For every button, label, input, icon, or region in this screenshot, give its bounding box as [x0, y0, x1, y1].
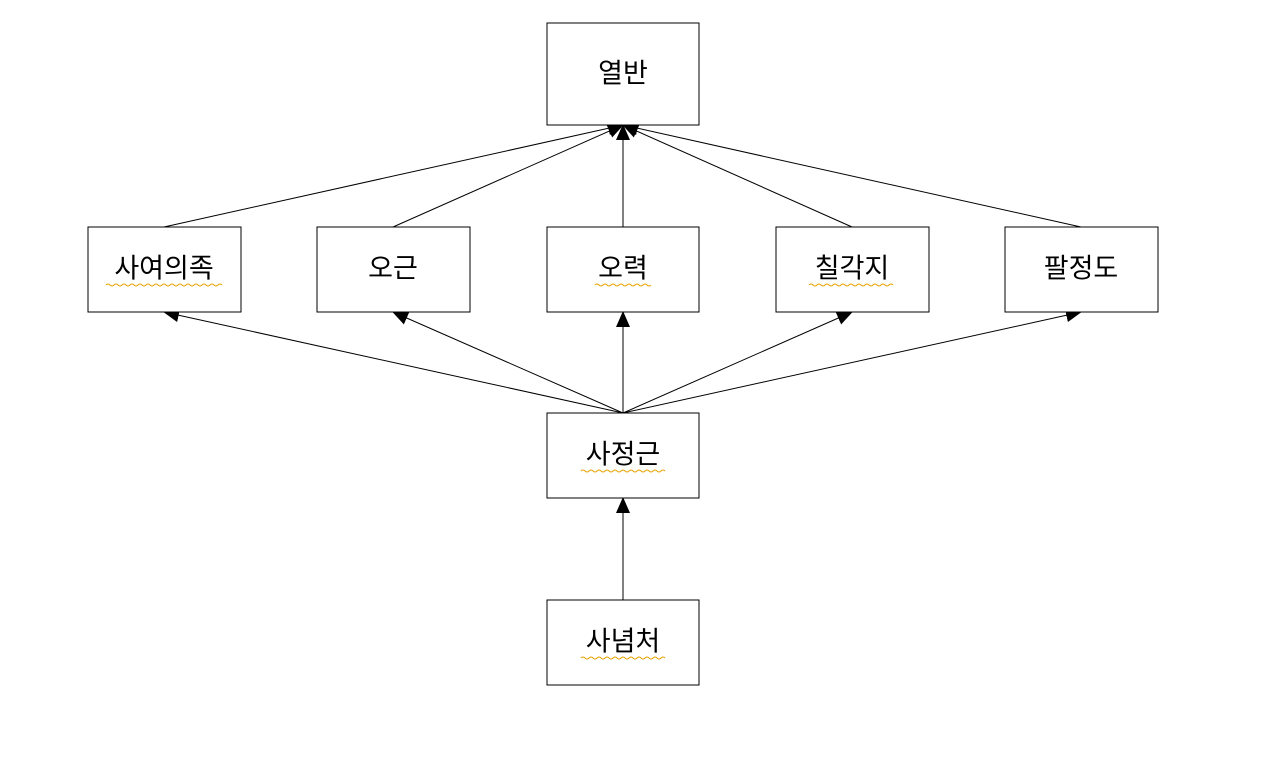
node-label: 열반 [598, 59, 648, 90]
arrow-eightfold_path-to-nirvana [622, 121, 1082, 228]
node-four-bases[interactable]: 사여의족 [87, 226, 242, 313]
arrow-four_efforts-to-seven_factors [622, 311, 853, 414]
node-label: 사념처 [586, 627, 661, 658]
arrow-four_bases-to-nirvana [163, 121, 624, 228]
node-label: 칠각지 [815, 254, 890, 285]
spellcheck-underline [808, 283, 894, 287]
spellcheck-underline [580, 656, 666, 660]
node-label: 오력 [598, 254, 648, 285]
node-four-mindfulness[interactable]: 사념처 [546, 599, 700, 686]
node-label: 사여의족 [114, 254, 213, 285]
node-five-powers[interactable]: 오력 [546, 226, 700, 313]
node-four-efforts[interactable]: 사정근 [546, 412, 700, 499]
node-label: 사정근 [586, 440, 661, 471]
arrow-four_efforts-to-five_faculties [392, 311, 624, 414]
node-label: 팔정도 [1044, 254, 1119, 285]
spellcheck-underline [580, 469, 666, 473]
node-nirvana[interactable]: 열반 [546, 22, 700, 126]
arrow-five_faculties-to-nirvana [392, 124, 624, 228]
spellcheck-underline [105, 283, 223, 287]
node-five-faculties[interactable]: 오근 [316, 226, 471, 313]
node-eightfold-path[interactable]: 팔정도 [1004, 226, 1159, 313]
arrow-seven_factors-to-nirvana [622, 124, 853, 228]
arrow-four_efforts-to-four_bases [163, 308, 624, 414]
node-seven-factors[interactable]: 칠각지 [775, 226, 930, 313]
node-label: 오근 [368, 254, 418, 285]
edges [163, 121, 1082, 600]
spellcheck-underline [594, 283, 652, 287]
arrow-four_efforts-to-eightfold_path [622, 308, 1082, 414]
